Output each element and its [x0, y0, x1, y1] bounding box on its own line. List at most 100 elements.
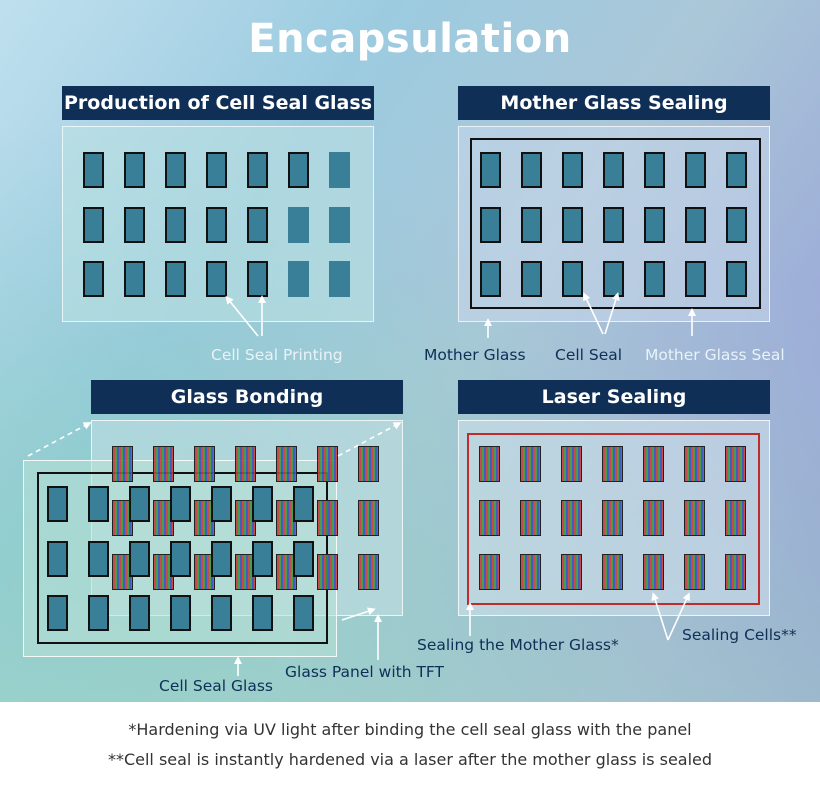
printed-cell	[83, 152, 104, 188]
printed-cell	[247, 207, 268, 243]
sealed-cell	[726, 261, 747, 297]
glass-cell	[288, 261, 309, 297]
sealed-cell	[685, 152, 706, 188]
front-cell	[170, 541, 191, 577]
glass-cell	[329, 207, 350, 243]
laser-sealed-cell	[520, 554, 541, 590]
footnotes: *Hardening via UV light after binding th…	[0, 702, 820, 785]
glass-cell	[288, 207, 309, 243]
laser-sealed-cell	[520, 446, 541, 482]
sealed-cell	[562, 152, 583, 188]
sealed-cell	[521, 261, 542, 297]
sealed-cell	[603, 152, 624, 188]
laser-sealed-cell	[602, 554, 623, 590]
tft-pixel-cell	[317, 446, 338, 482]
printed-cell	[83, 261, 104, 297]
front-cell	[293, 541, 314, 577]
laser-sealed-cell	[725, 500, 746, 536]
laser-sealed-cell	[602, 446, 623, 482]
front-cell	[293, 486, 314, 522]
mother-sealing-title: Mother Glass Sealing	[458, 86, 770, 120]
laser-sealed-cell	[684, 446, 705, 482]
footnote-1: *Hardening via UV light after binding th…	[128, 720, 692, 739]
tft-pixel-cell	[358, 446, 379, 482]
sealed-cell	[562, 207, 583, 243]
footnote-2: **Cell seal is instantly hardened via a …	[107, 750, 713, 769]
arrow-cell-seal-1	[583, 292, 604, 335]
glass-bonding-title: Glass Bonding	[91, 380, 403, 414]
sealed-cell	[521, 152, 542, 188]
front-cell	[129, 541, 150, 577]
printed-cell	[247, 152, 268, 188]
dashed-link-right	[337, 422, 402, 457]
front-cell	[170, 486, 191, 522]
laser-sealed-cell	[643, 446, 664, 482]
laser-sealed-cell	[643, 500, 664, 536]
laser-sealed-cell	[479, 500, 500, 536]
front-cell	[129, 486, 150, 522]
sealed-cell	[685, 261, 706, 297]
laser-sealed-cell	[684, 554, 705, 590]
front-cell	[211, 486, 232, 522]
laser-sealed-cell	[684, 500, 705, 536]
printed-cell	[124, 261, 145, 297]
laser-sealed-cell	[520, 500, 541, 536]
front-cell	[170, 595, 191, 631]
annotation-arrows	[82, 292, 696, 664]
tft-pixel-cell	[235, 446, 256, 482]
front-cell	[47, 541, 68, 577]
front-cell	[47, 486, 68, 522]
arrow-cell-seal-printing-1	[225, 295, 259, 337]
front-cell	[88, 486, 109, 522]
main-title: Encapsulation	[248, 16, 572, 62]
sealed-cell	[480, 261, 501, 297]
printed-cell	[165, 152, 186, 188]
sealed-cell	[603, 207, 624, 243]
laser-sealed-cell	[725, 554, 746, 590]
laser-sealed-cell	[602, 500, 623, 536]
laser-sealed-cell	[725, 446, 746, 482]
arrow-sealing-cells-2	[667, 592, 690, 641]
sealed-cell	[644, 261, 665, 297]
printed-cell	[206, 152, 227, 188]
glass-cell	[329, 261, 350, 297]
laser-sealed-cell	[561, 500, 582, 536]
laser-sealed-cell	[479, 446, 500, 482]
tft-pixel-cell	[194, 446, 215, 482]
label-cell-seal-glass: Cell Seal Glass	[159, 677, 273, 695]
label-sealing-mother-glass: Sealing the Mother Glass*	[417, 636, 619, 654]
printed-cell	[165, 261, 186, 297]
sealed-cell	[480, 207, 501, 243]
front-cell	[252, 541, 273, 577]
laser-mother-seal-outline	[467, 433, 760, 605]
arrow-tft-panel-2	[341, 607, 376, 621]
laser-sealed-cell	[561, 446, 582, 482]
printed-cell	[124, 207, 145, 243]
sealed-cell	[644, 152, 665, 188]
printed-cell	[206, 207, 227, 243]
tft-pixel-cell	[153, 446, 174, 482]
front-cell	[88, 595, 109, 631]
glass-cell	[329, 152, 350, 188]
tft-pixel-cell	[276, 446, 297, 482]
sealed-cell	[726, 207, 747, 243]
front-cell	[129, 595, 150, 631]
tft-pixel-cell	[317, 500, 338, 536]
front-cell	[252, 486, 273, 522]
sealed-cell	[521, 207, 542, 243]
laser-sealed-cell	[479, 554, 500, 590]
laser-sealing-title: Laser Sealing	[458, 380, 770, 414]
tft-pixel-cell	[317, 554, 338, 590]
arrow-cell-seal-2	[604, 292, 620, 335]
printed-cell	[206, 261, 227, 297]
label-cell-seal: Cell Seal	[555, 346, 623, 364]
laser-sealed-cell	[561, 554, 582, 590]
label-mother-glass-seal: Mother Glass Seal	[645, 346, 785, 364]
label-sealing-cells: Sealing Cells**	[682, 626, 797, 644]
label-mother-glass: Mother Glass	[424, 346, 526, 364]
printed-cell	[124, 152, 145, 188]
front-cell	[293, 595, 314, 631]
front-cell	[211, 595, 232, 631]
sealed-cell	[685, 207, 706, 243]
